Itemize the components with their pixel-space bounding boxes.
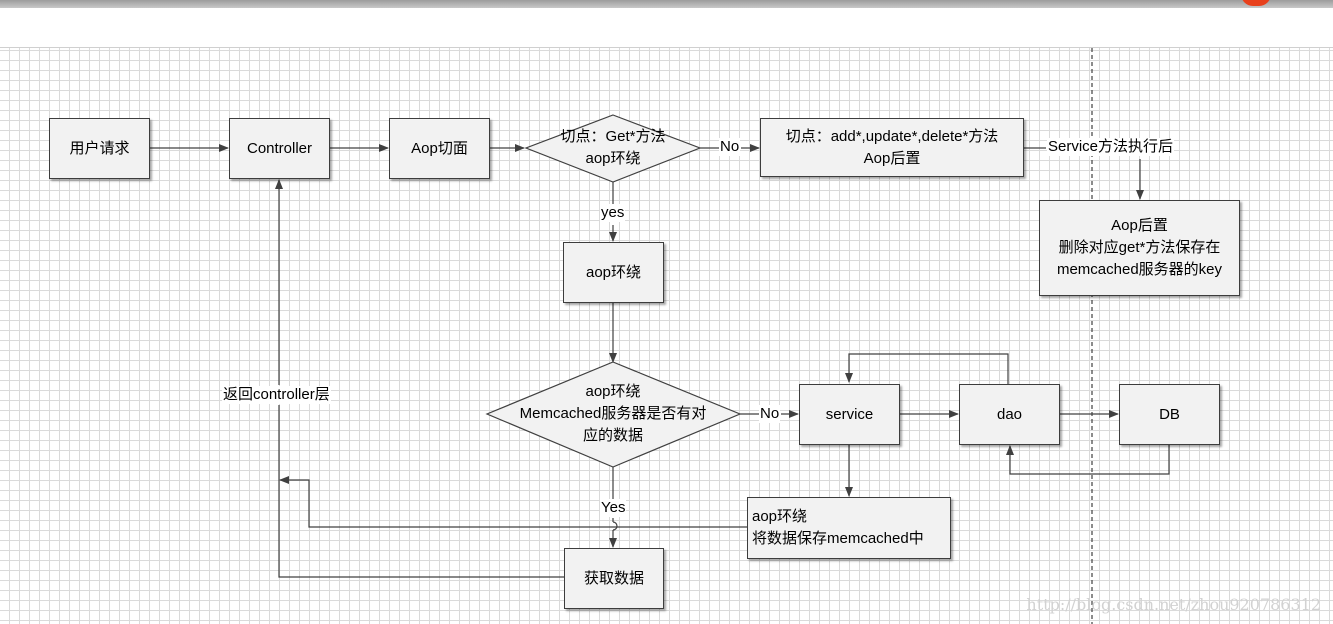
diagram-canvas: 用户请求 Controller Aop切面 切点：Get*方法 aop环绕 切点… <box>0 47 1333 624</box>
brand-logo-icon <box>1241 0 1271 6</box>
edge-label-yes-1: yes <box>600 204 626 222</box>
edge-jump-hop <box>612 521 618 531</box>
dao-box: dao <box>959 384 1060 445</box>
user-request-box: 用户请求 <box>49 118 150 179</box>
controller-box: Controller <box>229 118 330 179</box>
memcached-check-line2: Memcached服务器是否有对 <box>519 405 707 422</box>
service-label: service <box>825 405 874 423</box>
aop-after-line2: 删除对应get*方法保存在 <box>1058 239 1221 256</box>
db-box: DB <box>1119 384 1220 445</box>
flowchart-connectors <box>149 48 1170 624</box>
db-label: DB <box>1159 405 1180 423</box>
get-data-label: 获取数据 <box>583 569 644 587</box>
window-top-bar <box>0 0 1333 8</box>
pointcut-get-label: 切点：Get*方法 aop环绕 <box>535 126 691 170</box>
aop-aspect-label: Aop切面 <box>411 139 468 157</box>
edge-label-service-after: Service方法执行后 <box>1047 138 1175 156</box>
dao-label: dao <box>996 405 1023 423</box>
edge-dao-to-service <box>845 353 1009 384</box>
save-memcached-line2: 将数据保存memcached中 <box>752 530 924 547</box>
watermark-text: http://blog.csdn.net/zhou920786312 <box>1026 595 1321 614</box>
pointcut-get-line1: 切点：Get*方法 <box>560 128 666 145</box>
edge-label-return-controller: 返回controller层 <box>222 386 331 404</box>
service-box: service <box>799 384 900 445</box>
user-request-label: 用户请求 <box>69 139 130 157</box>
save-memcached-box: aop环绕 将数据保存memcached中 <box>747 497 951 559</box>
memcached-check-label: aop环绕 Memcached服务器是否有对 应的数据 <box>505 381 721 447</box>
edge-save-to-controller <box>279 476 747 528</box>
get-data-box: 获取数据 <box>564 548 664 609</box>
pointcut-get-line2: aop环绕 <box>585 150 641 167</box>
pointcut-modify-box: 切点：add*,update*,delete*方法 Aop后置 <box>760 118 1024 177</box>
memcached-check-line3: 应的数据 <box>582 427 643 444</box>
aop-around-box: aop环绕 <box>563 242 664 303</box>
pointcut-modify-line1: 切点：add*,update*,delete*方法 <box>785 127 999 145</box>
aop-around-label: aop环绕 <box>585 263 642 281</box>
edge-db-to-dao <box>1006 444 1170 475</box>
memcached-check-diamond <box>485 361 742 468</box>
aop-after-box: Aop后置 删除对应get*方法保存在 memcached服务器的key <box>1039 200 1240 296</box>
edge-get-to-controller-a <box>278 405 564 578</box>
edge-label-no-2: No <box>759 405 781 423</box>
aop-after-line3: memcached服务器的key <box>1056 261 1223 278</box>
pointcut-modify-line2: Aop后置 <box>863 149 921 167</box>
save-memcached-line1: aop环绕 <box>752 508 808 525</box>
memcached-check-line1: aop环绕 <box>585 383 641 400</box>
aop-aspect-box: Aop切面 <box>389 118 490 179</box>
edge-label-yes-2: Yes <box>600 499 627 517</box>
pointcut-get-diamond <box>524 114 702 183</box>
aop-after-line1: Aop后置 <box>1111 217 1168 234</box>
edge-label-no-1: No <box>719 138 741 156</box>
controller-label: Controller <box>246 139 313 157</box>
